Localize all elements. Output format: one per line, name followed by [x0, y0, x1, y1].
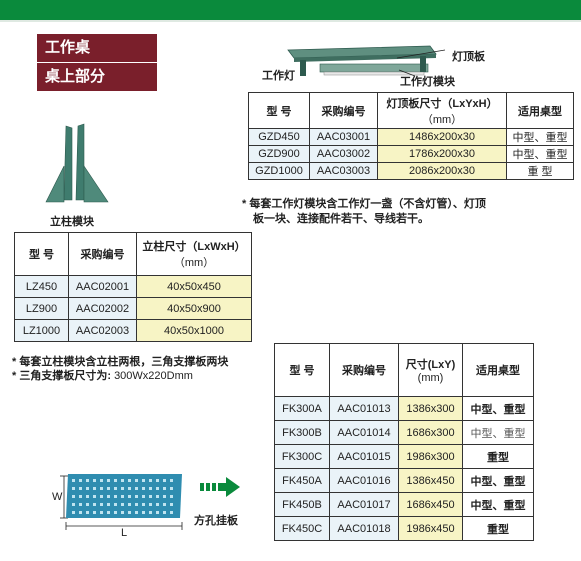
pegboard-dim-w: W	[52, 491, 63, 503]
pegboard-dim-l: L	[121, 527, 128, 539]
section-title: 工作桌	[37, 34, 157, 62]
cell-model: FK300B	[274, 420, 330, 445]
table-row: FK300A AAC01013 1386x300 中型、重型	[274, 396, 534, 421]
cell-fit: 中型、重型	[462, 468, 534, 493]
col-size-header: 灯顶板尺寸（LxYxH）（mm）	[377, 92, 507, 129]
table-row: GZD1000 AAC03003 2086x200x30 重 型	[248, 162, 574, 180]
table-row: FK450A AAC01016 1386x450 中型、重型	[274, 468, 534, 493]
lamp-note-line-2: 板一块、连接配件若干、导线若干。	[253, 213, 429, 225]
cell-size: 1986x450	[398, 516, 463, 541]
table-row: FK300B AAC01014 1686x300 中型、重型	[274, 420, 534, 445]
pegboard-spec-table: 型 号 采购编号 尺寸(LxY)(mm) 适用桌型 FK300A AAC0101…	[274, 343, 534, 541]
cell-size: 1986x300	[398, 444, 463, 469]
cell-code: AAC01013	[329, 396, 399, 421]
col-code-header: 采购编号	[309, 92, 378, 129]
lamp-top-plate-label: 灯顶板	[452, 51, 485, 63]
arrow-icon	[200, 477, 240, 497]
col-model-header: 型 号	[274, 343, 330, 397]
cell-size: 2086x200x30	[377, 162, 507, 180]
cell-code: AAC01016	[329, 468, 399, 493]
cell-model: GZD1000	[248, 162, 310, 180]
lamp-module-label: 工作灯模块	[400, 76, 455, 88]
col-code-header: 采购编号	[68, 232, 137, 276]
pegboard-label: 方孔挂板	[194, 515, 238, 527]
lamp-spec-table: 型 号 采购编号 灯顶板尺寸（LxYxH）（mm） 适用桌型 GZD450 AA…	[248, 92, 574, 180]
column-note-line-2: * 三角支撑板尺寸为: 300Wx220Dmm	[12, 370, 193, 382]
cell-model: LZ900	[14, 297, 69, 320]
col-model-header: 型 号	[248, 92, 310, 129]
column-note-line-1: * 每套立柱模块含立柱两根，三角支撑板两块	[12, 356, 229, 368]
column-module-illustration	[45, 123, 109, 203]
cell-model: FK300A	[274, 396, 330, 421]
table-row: LZ450 AAC02001 40x50x450	[14, 275, 252, 298]
cell-size: 40x50x1000	[136, 319, 252, 342]
cell-size: 1686x300	[398, 420, 463, 445]
cell-fit: 重 型	[506, 162, 574, 180]
cell-fit: 中型、重型	[506, 145, 574, 163]
cell-model: FK450B	[274, 492, 330, 517]
table-row: LZ1000 AAC02003 40x50x1000	[14, 319, 252, 342]
column-module-label: 立柱模块	[50, 216, 94, 228]
lamp-note-line-1: * 每套工作灯模块含工作灯一盏（不含灯管）、灯顶	[242, 198, 486, 210]
cell-size: 40x50x450	[136, 275, 252, 298]
cell-size: 1486x200x30	[377, 128, 507, 146]
cell-code: AAC01014	[329, 420, 399, 445]
table-row: LZ900 AAC02002 40x50x900	[14, 297, 252, 320]
table-row: GZD900 AAC03002 1786x200x30 中型、重型	[248, 145, 574, 163]
cell-fit: 中型、重型	[462, 492, 534, 517]
cell-fit: 重型	[462, 444, 534, 469]
section-subtitle: 桌上部分	[37, 63, 157, 91]
col-size-header: 立柱尺寸（LxWxH）（mm）	[136, 232, 252, 276]
cell-code: AAC02002	[68, 297, 137, 320]
cell-code: AAC03002	[309, 145, 378, 163]
lamp-leader-lines	[396, 49, 446, 77]
lamp-label: 工作灯	[262, 70, 295, 82]
cell-size: 40x50x900	[136, 297, 252, 320]
cell-code: AAC02001	[68, 275, 137, 298]
pegboard-illustration	[60, 474, 183, 530]
work-lamp-illustration	[287, 45, 437, 76]
col-fit-header: 适用桌型	[462, 343, 534, 397]
cell-fit: 中型、重型	[462, 396, 534, 421]
cell-model: LZ1000	[14, 319, 69, 342]
cell-size: 1686x450	[398, 492, 463, 517]
cell-model: FK450A	[274, 468, 330, 493]
top-green-bar	[0, 0, 581, 20]
cell-code: AAC02003	[68, 319, 137, 342]
cell-size: 1786x200x30	[377, 145, 507, 163]
cell-fit: 中型、重型	[462, 420, 534, 445]
table-row: FK450B AAC01017 1686x450 中型、重型	[274, 492, 534, 517]
cell-model: FK450C	[274, 516, 330, 541]
cell-model: LZ450	[14, 275, 69, 298]
cell-code: AAC01017	[329, 492, 399, 517]
cell-code: AAC03003	[309, 162, 378, 180]
cell-code: AAC01015	[329, 444, 399, 469]
cell-model: GZD900	[248, 145, 310, 163]
cell-fit: 重型	[462, 516, 534, 541]
cell-code: AAC01018	[329, 516, 399, 541]
col-size-header: 尺寸(LxY)(mm)	[398, 343, 463, 397]
col-code-header: 采购编号	[329, 343, 399, 397]
cell-model: GZD450	[248, 128, 310, 146]
top-divider	[0, 20, 581, 22]
cell-code: AAC03001	[309, 128, 378, 146]
cell-fit: 中型、重型	[506, 128, 574, 146]
cell-model: FK300C	[274, 444, 330, 469]
cell-size: 1386x300	[398, 396, 463, 421]
table-row: FK450C AAC01018 1986x450 重型	[274, 516, 534, 541]
column-spec-table: 型 号 采购编号 立柱尺寸（LxWxH）（mm） LZ450 AAC02001 …	[14, 232, 252, 342]
cell-size: 1386x450	[398, 468, 463, 493]
table-row: FK300C AAC01015 1986x300 重型	[274, 444, 534, 469]
col-model-header: 型 号	[14, 232, 69, 276]
col-fit-header: 适用桌型	[506, 92, 574, 129]
table-row: GZD450 AAC03001 1486x200x30 中型、重型	[248, 128, 574, 146]
